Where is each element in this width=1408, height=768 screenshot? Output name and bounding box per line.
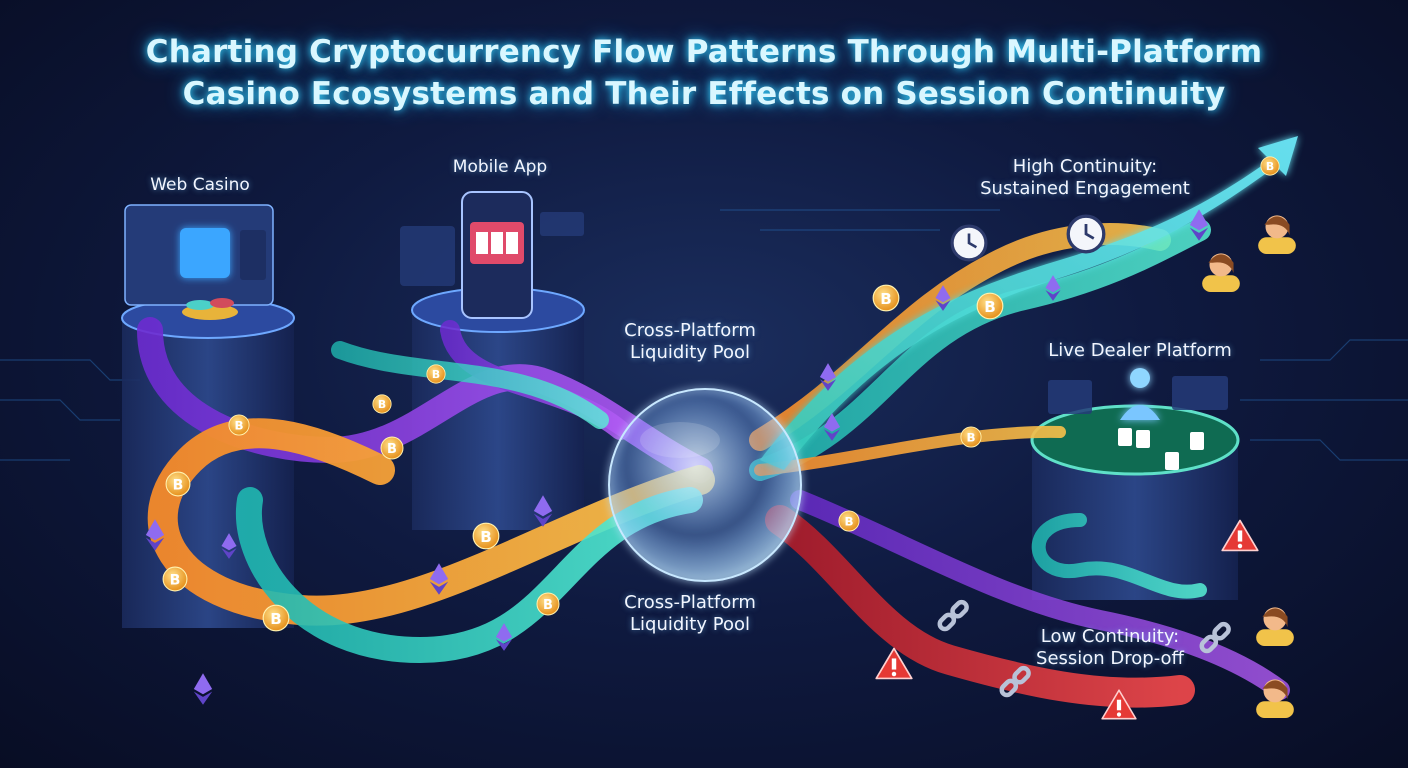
mobile-app-label: Mobile App [452, 157, 548, 177]
teal-dealer-loop [1031, 513, 1207, 599]
teal-stream-left [235, 487, 703, 664]
liquidity-pool-sphere [608, 388, 802, 582]
user-avatar-icon [1202, 253, 1240, 292]
circuit-background [0, 209, 1408, 461]
teal-stream-top [331, 341, 609, 429]
bitcoin-coin-icon [162, 566, 188, 592]
red-stream [765, 505, 1195, 708]
clock-icon [1066, 214, 1106, 254]
chip-stack-icon [182, 298, 238, 320]
bitcoin-coin-icon [228, 414, 250, 436]
purple-stream-right [790, 490, 1290, 700]
dealer-figure [1120, 368, 1160, 420]
bitcoin-coin-icon [976, 292, 1004, 320]
slot-machine-icon [470, 222, 524, 264]
bitcoin-coin-icon [380, 436, 404, 460]
low-continuity-label: Low Continuity: Session Drop-off [1036, 626, 1184, 669]
liquidity-pool-label-upper: Cross-Platform Liquidity Pool [624, 320, 756, 363]
bitcoin-coin-icon [372, 394, 392, 414]
title-line-1: Charting Cryptocurrency Flow Patterns Th… [145, 34, 1263, 70]
bitcoin-coin-icon [872, 284, 900, 312]
web-casino-label: Web Casino [150, 175, 250, 195]
live-dealer-label: Live Dealer Platform [1048, 340, 1232, 361]
broken-chain-icon [938, 600, 969, 631]
bitcoin-coin-icon [472, 522, 500, 550]
user-avatar-icon [1258, 215, 1296, 254]
bitcoin-coin-icon [426, 364, 446, 384]
orange-stream [147, 418, 715, 626]
bitcoin-coin-icon [165, 471, 191, 497]
playing-cards-icon [1118, 428, 1204, 470]
title-line-2: Casino Ecosystems and Their Effects on S… [182, 76, 1226, 112]
ethereum-diamond-icon [193, 673, 213, 705]
bitcoin-coin-icon [262, 604, 290, 632]
liquidity-pool-label-lower: Cross-Platform Liquidity Pool [624, 592, 756, 635]
bitcoin-coin-icon [960, 426, 982, 448]
bitcoin-coin-icon [536, 592, 560, 616]
clock-icon [950, 224, 988, 262]
high-continuity-label: High Continuity: Sustained Engagement [980, 156, 1190, 199]
bitcoin-coin-icon [1260, 156, 1280, 176]
mobile-app-pillar [400, 191, 585, 530]
user-avatar-icon [1256, 607, 1294, 646]
bitcoin-coin-icon [838, 510, 860, 532]
